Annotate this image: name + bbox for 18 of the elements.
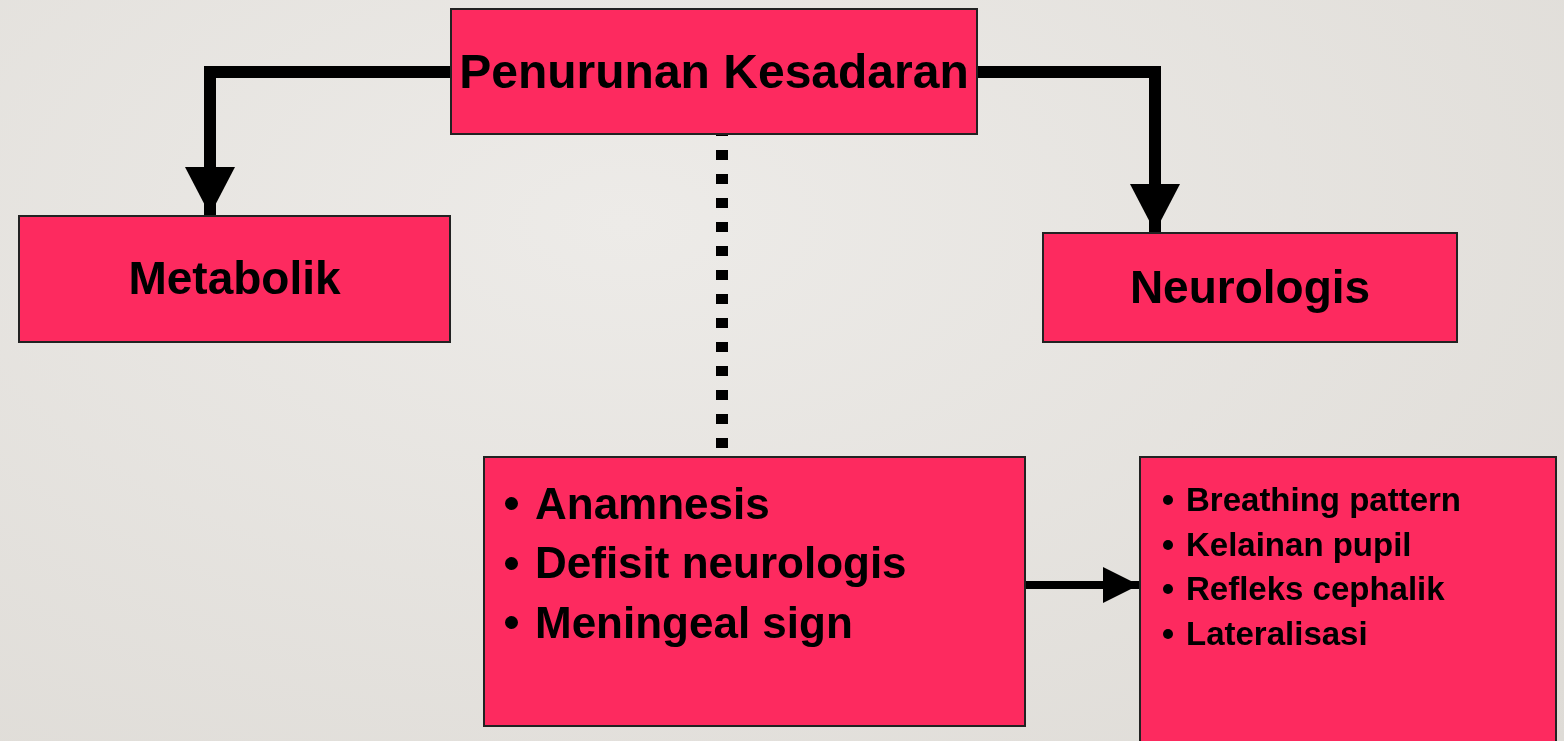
process-box [18, 215, 451, 343]
list-item: Anamnesis [535, 478, 770, 530]
arrow [1026, 567, 1139, 603]
list-item: Defisit neurologis [535, 537, 907, 590]
process-box [450, 8, 978, 135]
box-label: Penurunan Kesadaran [459, 43, 969, 100]
arrow [185, 66, 450, 215]
process-box [1139, 456, 1557, 741]
list-item: Meningeal sign [535, 596, 853, 649]
list-item: Kelainan pupil [1186, 524, 1412, 565]
box-label: Metabolik [128, 251, 341, 307]
list-item: Lateralisasi [1186, 613, 1368, 654]
process-box [1042, 232, 1458, 343]
box-label: Neurologis [1129, 259, 1371, 315]
arrow [978, 66, 1180, 232]
process-box [483, 456, 1026, 727]
list-item: Breathing pattern [1186, 480, 1462, 520]
list-item: Refleks cephalik [1186, 569, 1445, 610]
